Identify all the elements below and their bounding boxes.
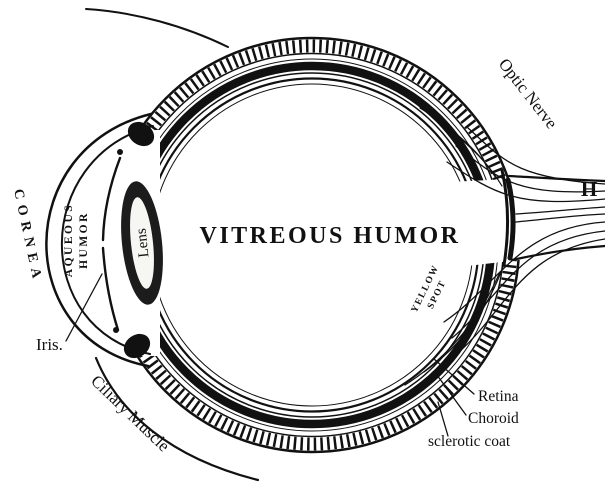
cornea-curves	[45, 112, 154, 368]
retina-swirl-lines	[404, 107, 505, 386]
iris-label: Iris.	[36, 335, 63, 354]
retina-label: Retina	[478, 388, 519, 405]
cornea-outer-arc	[45, 112, 153, 368]
choroid-label: Choroid	[468, 410, 519, 427]
iris-upper-arc	[101, 156, 122, 242]
marginal-curves	[85, 8, 260, 482]
yellow-spot-label: YELLOW SPOT	[410, 263, 449, 314]
optic-nerve-head	[500, 168, 516, 267]
upper-left-curve	[85, 8, 229, 48]
cornea-inner-arc	[61, 125, 154, 355]
iris-lower-arc	[101, 246, 120, 332]
nerve-marker-h: H	[581, 177, 597, 201]
lower-left-curve	[94, 356, 260, 482]
iris-root-upper	[117, 149, 123, 155]
iris-root-lower	[113, 327, 119, 333]
anterior-segment: Lens	[101, 121, 163, 359]
sclerotic-leader	[437, 401, 449, 437]
leader-lines	[65, 273, 475, 437]
lens-label: Lens	[133, 227, 152, 258]
choroid-leader	[436, 374, 467, 416]
retina-leader	[433, 358, 475, 395]
optic-nerve-label: Optic Nerve	[495, 55, 561, 133]
vitreous-humor-label: VITREOUS HUMOR	[199, 223, 460, 249]
lens-core	[130, 197, 154, 289]
aqueous-humor-label: AQUEOUS HUMOR	[63, 203, 90, 277]
optic-nerve-bundle	[443, 127, 605, 353]
ciliary-body-upper	[127, 121, 155, 147]
iris-leader	[65, 273, 103, 342]
aqueous-humor-line1: AQUEOUS	[63, 203, 75, 277]
lens-body: Lens	[121, 181, 163, 305]
cornea-label: CORNEA	[10, 188, 45, 286]
ciliary-body-lower	[123, 333, 151, 359]
aqueous-humor-line2: HUMOR	[78, 211, 90, 269]
sclerotic-coat-label: sclerotic coat	[428, 433, 511, 450]
